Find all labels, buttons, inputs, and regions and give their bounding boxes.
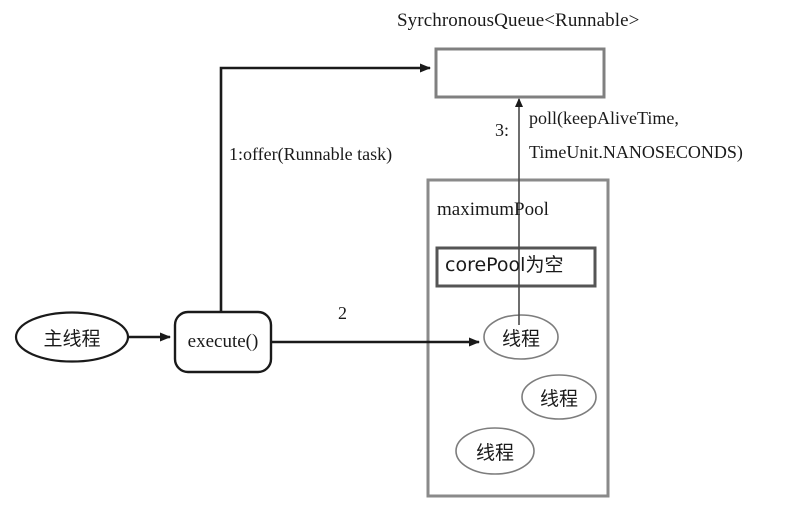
thread-ellipse-2 bbox=[521, 374, 597, 420]
execute-label: execute() bbox=[187, 331, 259, 352]
maximum-pool-label: maximumPool bbox=[437, 199, 549, 220]
edge-label-poll-line2: TimeUnit.NANOSECONDS) bbox=[529, 142, 743, 162]
core-pool-box bbox=[435, 246, 597, 288]
edge-label-poll-step: 3: bbox=[495, 120, 510, 140]
edge-label-poll-line1: poll(keepAliveTime, bbox=[529, 108, 679, 128]
synchronous-queue-box bbox=[434, 47, 606, 99]
thread-label-2: 线程 bbox=[539, 387, 578, 410]
thread-ellipse-3 bbox=[455, 427, 535, 475]
thread-label-1: 线程 bbox=[501, 327, 540, 350]
core-pool-label: corePool为空 bbox=[445, 254, 564, 276]
edge-label-offer: 1:offer(Runnable task) bbox=[229, 144, 393, 164]
edge-label-execute-step: 2 bbox=[338, 303, 347, 323]
thread-label-3: 线程 bbox=[475, 441, 514, 464]
edge-offer-to-queue bbox=[219, 63, 431, 312]
main-thread-ellipse bbox=[14, 311, 130, 363]
thread-ellipse-1 bbox=[483, 314, 559, 360]
main-thread-label: 主线程 bbox=[43, 328, 101, 350]
queue-title: SyrchronousQueue<Runnable> bbox=[397, 10, 640, 31]
